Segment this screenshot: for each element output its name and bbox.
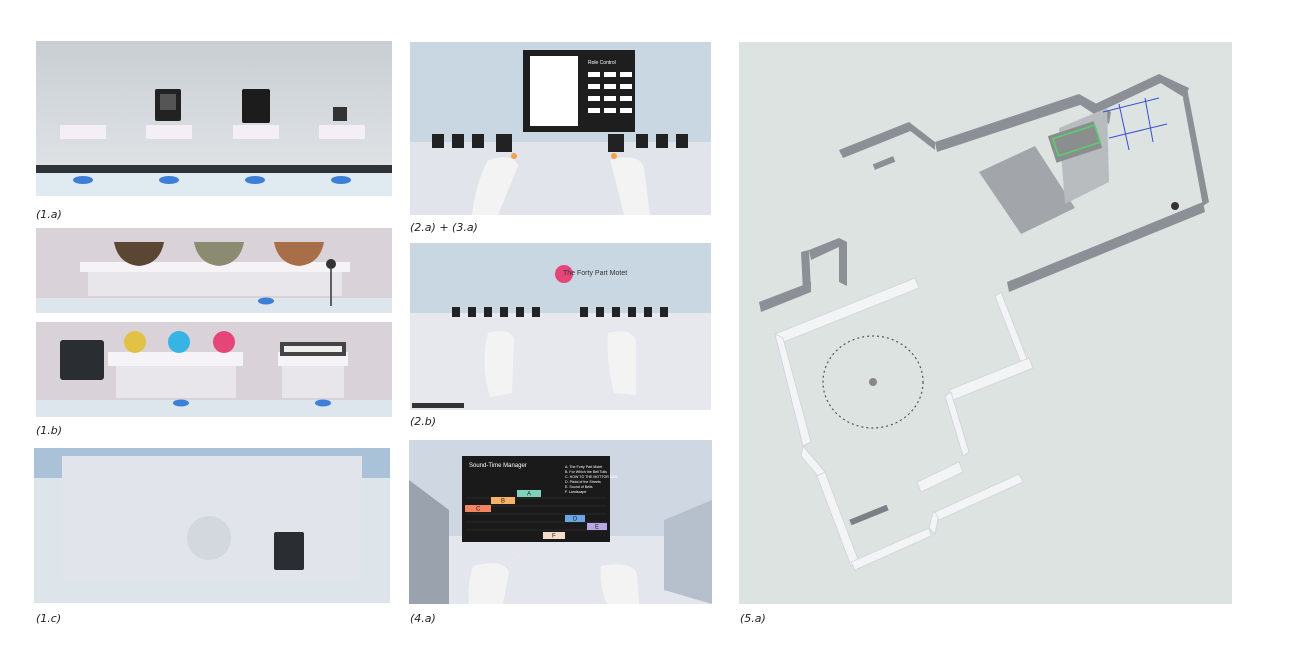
sphere-pink bbox=[213, 331, 235, 353]
scene-2b: The Forty Part Motet bbox=[410, 243, 711, 410]
control-panel bbox=[60, 340, 104, 380]
scene-5a-floorplan bbox=[739, 42, 1232, 604]
left-controller bbox=[472, 157, 518, 215]
caption-1a: (1.a) bbox=[36, 208, 62, 221]
sphere-yellow bbox=[124, 331, 146, 353]
timeline-block-label: C bbox=[476, 507, 481, 513]
left-controller bbox=[484, 331, 514, 397]
scene-1c bbox=[34, 448, 390, 603]
timeline-block bbox=[517, 490, 541, 497]
device-small bbox=[333, 107, 347, 121]
scene-2a: Role Control bbox=[410, 42, 711, 215]
timeline-block bbox=[465, 505, 491, 512]
staircase bbox=[979, 146, 1075, 234]
role-control-title: Role Control bbox=[588, 60, 616, 66]
scene-1a bbox=[36, 41, 392, 196]
bowl-dark bbox=[114, 242, 164, 266]
board-title: Sound-Time Manager bbox=[469, 463, 527, 469]
legend-item: F. Landscape bbox=[565, 490, 586, 494]
timeline-block-label: E bbox=[595, 525, 599, 531]
left-controller bbox=[468, 563, 509, 604]
device-tablet bbox=[242, 89, 270, 123]
info-panel bbox=[274, 532, 304, 570]
glass-sphere bbox=[187, 516, 231, 560]
timeline-block-label: A bbox=[527, 492, 531, 498]
legend-item: A. The Forty Part Motet bbox=[565, 465, 602, 469]
right-controller bbox=[600, 564, 639, 604]
timeline-blocks: A B C D E F bbox=[465, 490, 607, 540]
timeline-block bbox=[587, 523, 607, 530]
timeline-block bbox=[543, 532, 565, 539]
legend-item: B. For Which the Bell Tolls bbox=[565, 470, 607, 474]
pink-sphere bbox=[555, 265, 573, 283]
right-controller bbox=[610, 157, 650, 215]
sound-time-manager-board bbox=[462, 456, 610, 542]
scene-4a: Sound-Time Manager A. The Forty Part Mot… bbox=[409, 440, 712, 604]
scene-1b-bowls bbox=[36, 228, 392, 313]
caption-4a: (4.a) bbox=[410, 612, 436, 625]
legend-item: C. HOW TO THE MOTTOR BAR bbox=[565, 475, 618, 479]
caption-5a: (5.a) bbox=[740, 612, 766, 625]
bowl-green bbox=[194, 242, 244, 266]
status-bar bbox=[412, 403, 464, 408]
timeline-block-label: F bbox=[552, 534, 556, 540]
timeline-block bbox=[491, 497, 515, 504]
bowl-copper bbox=[274, 242, 324, 266]
caption-1c: (1.c) bbox=[36, 612, 62, 625]
legend-item: E. Sound of Bells bbox=[565, 485, 593, 489]
speaker-circle bbox=[822, 335, 924, 429]
caption-2b: (2.b) bbox=[410, 415, 437, 428]
timeline-block bbox=[565, 515, 585, 522]
sphere-cyan bbox=[168, 331, 190, 353]
right-controller bbox=[607, 331, 636, 395]
caption-1b: (1.b) bbox=[36, 424, 63, 437]
timeline-block-label: D bbox=[573, 517, 578, 523]
pedestal bbox=[60, 125, 365, 139]
scene-1b-spheres bbox=[36, 322, 392, 417]
caption-2a3a: (2.a) + (3.a) bbox=[410, 221, 478, 234]
sign-text: The Forty Part Motet bbox=[563, 270, 627, 277]
timeline-block-label: B bbox=[501, 499, 505, 505]
legend-item: D. Pistol of the Streets bbox=[565, 480, 601, 484]
